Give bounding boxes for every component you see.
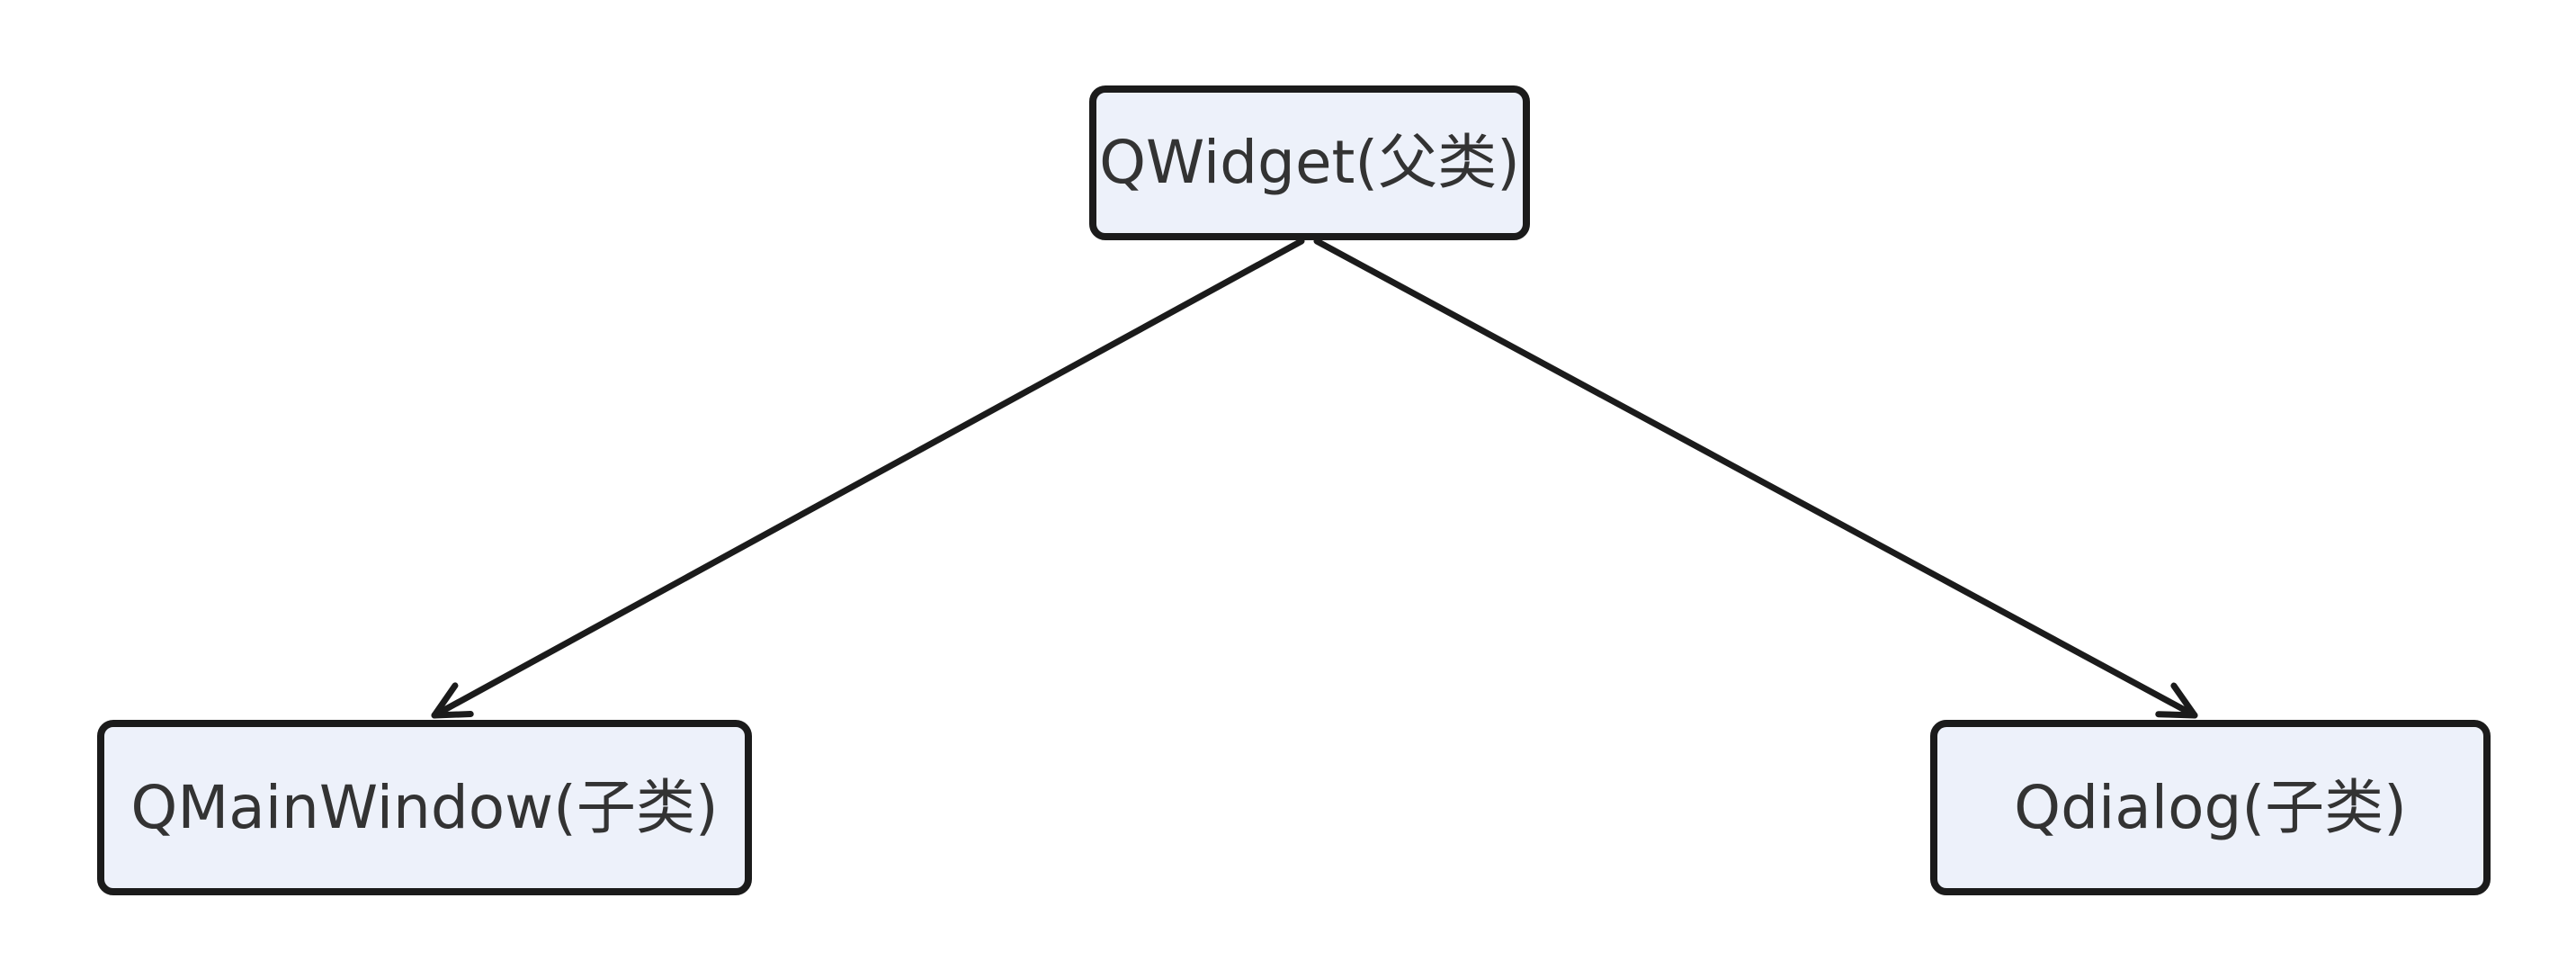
node-qwidget-parent-class: QWidget(父类) xyxy=(1089,85,1530,240)
node-qdialog-label: Qdialog(子类) xyxy=(2014,772,2407,842)
node-qwidget-label: QWidget(父类) xyxy=(1099,128,1520,197)
node-qdialog-child-class: Qdialog(子类) xyxy=(1930,720,2491,895)
edge-qwidget-to-qdialog xyxy=(1313,238,2198,719)
node-qmainwindow-label: QMainWindow(子类) xyxy=(130,772,719,842)
node-qmainwindow-child-class: QMainWindow(子类) xyxy=(97,720,752,895)
edge-qwidget-to-qmainwindow xyxy=(431,238,1305,719)
